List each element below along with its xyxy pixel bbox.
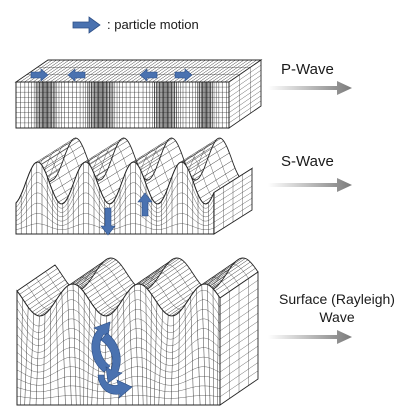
legend-text: : particle motion: [107, 17, 199, 32]
p-wave-block: [16, 60, 261, 128]
legend-arrow-icon: [73, 17, 100, 33]
s-wave-label: S-Wave: [281, 153, 334, 170]
s-wave-propagation-arrow-icon: [268, 178, 352, 192]
s-wave-block: [16, 138, 252, 234]
p-wave-propagation-arrow-icon: [268, 81, 352, 95]
rayleigh-propagation-arrow-icon: [268, 330, 352, 344]
rayleigh-wave-block: [17, 258, 258, 405]
p-wave-label: P-Wave: [281, 61, 334, 78]
rayleigh-wave-label: Surface (Rayleigh) Wave: [262, 290, 411, 326]
